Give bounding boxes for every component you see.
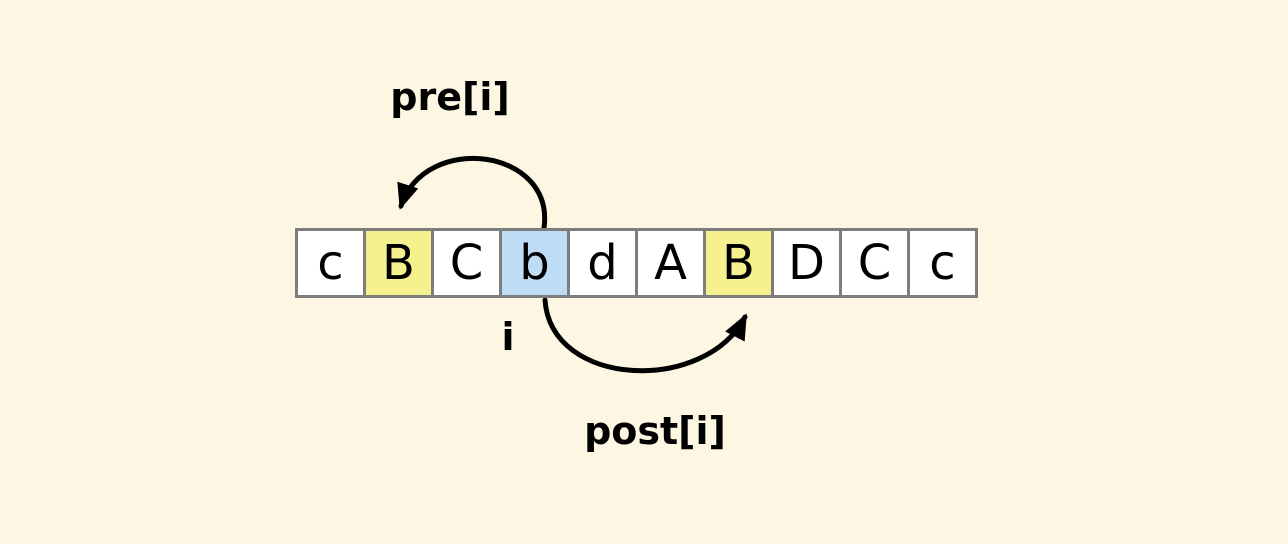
pre-arrow-curve — [397, 155, 548, 231]
array-cell: d — [567, 228, 638, 298]
pre-label: pre[i] — [390, 75, 510, 119]
array-cell: B — [363, 228, 434, 298]
array-cell: C — [431, 228, 502, 298]
array-cell: B — [703, 228, 774, 298]
index-label: i — [501, 315, 515, 359]
array-cell: D — [771, 228, 842, 298]
array-cell: c — [907, 228, 978, 298]
array-cell: A — [635, 228, 706, 298]
array-cell: b — [499, 228, 570, 298]
post-label: post[i] — [584, 409, 726, 453]
array-cell: C — [839, 228, 910, 298]
array-cell: c — [295, 228, 366, 298]
post-arrow-curve — [542, 297, 748, 374]
